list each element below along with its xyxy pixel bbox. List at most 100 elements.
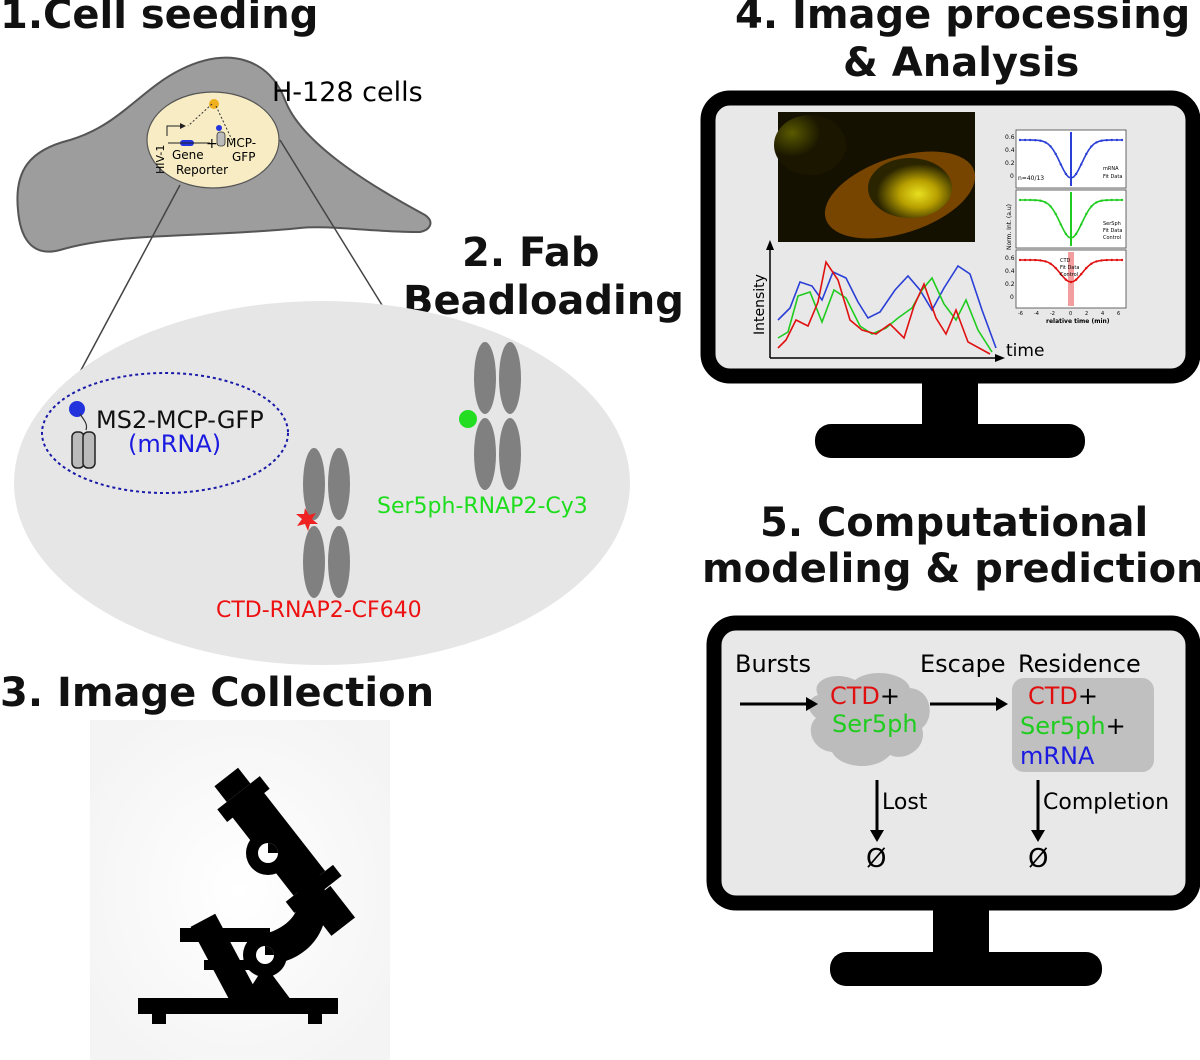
corr-xtick-m2: -2 [1050, 311, 1055, 317]
initiation-state-blob [808, 673, 930, 767]
mcp-label-1: MCP- [226, 136, 256, 150]
corr-point-0-13 [1085, 152, 1088, 156]
residence-state-box [1012, 678, 1154, 772]
corr-legend-fit3: Fit Data [1060, 265, 1079, 271]
step4-heading-line2: & Analysis [843, 40, 1080, 86]
fluor-dot [209, 99, 219, 109]
corr-point-2-13 [1085, 266, 1088, 270]
step5-heading-line1: 5. Computational [760, 500, 1149, 546]
corr-point-1-7 [1054, 212, 1057, 216]
nucleus-plus: + [206, 136, 218, 152]
corr-tick-0.2: 0.2 [1005, 160, 1015, 167]
corr-tick-0.4: 0.4 [1005, 147, 1015, 154]
step4-heading-line1: 4. Image processing [735, 0, 1191, 38]
lost-label: Lost [882, 790, 928, 815]
corr3-tick-0.6: 0.6 [1005, 255, 1015, 262]
hiv-label: HIV-1 [154, 145, 167, 174]
corr-point-0-5 [1044, 141, 1047, 144]
corr-point-0-20 [1120, 138, 1124, 142]
corr-point-0-2 [1029, 138, 1032, 142]
residence-label: Residence [1018, 650, 1141, 678]
corr-point-1-17 [1105, 199, 1108, 202]
empty-set-completion: Ø [1028, 844, 1049, 874]
corr-point-0-8 [1059, 163, 1062, 166]
bursts-label: Bursts [735, 650, 811, 678]
res-ser5-text: Ser5ph [1020, 712, 1106, 740]
corr-point-2-19 [1115, 258, 1119, 262]
intensity-axis-label: Intensity [752, 274, 768, 335]
corr-point-0-3 [1034, 139, 1037, 142]
corr-tick-0.6: 0.6 [1005, 134, 1015, 141]
corr-point-1-0 [1018, 198, 1022, 202]
model-monitor [706, 615, 1200, 986]
res-ser5-line: Ser5ph+ [1020, 712, 1126, 740]
corr-point-1-1 [1023, 198, 1027, 202]
corr-point-2-0 [1018, 258, 1022, 262]
cell-diagram: HIV-1 Gene Reporter + MCP- GFP H-128 cel… [14, 56, 630, 665]
corr-point-0-16 [1100, 139, 1103, 142]
corr-point-2-6 [1049, 262, 1052, 265]
mrna-label: (mRNA) [128, 430, 221, 458]
corr-xtick-6: 6 [1117, 311, 1120, 317]
corr-n-note: n=40/13 [1018, 175, 1044, 182]
step5-heading-line2: modeling & predictions [702, 546, 1200, 592]
corr-point-1-12 [1080, 223, 1083, 226]
corr-xlabel: relative time (min) [1046, 318, 1110, 325]
ms2-blue-spot [69, 401, 85, 417]
analysis-monitor: Intensity time 0.6 0.4 0.2 0 n=40/13 mRN… [700, 90, 1200, 458]
corr-point-0-12 [1080, 163, 1083, 166]
blob-plus: + [879, 682, 901, 710]
corr-point-2-10 [1069, 280, 1073, 284]
ms2-label: MS2-MCP-GFP [96, 406, 264, 434]
corr-xtick-0: 0 [1069, 311, 1072, 317]
corr-point-1-14 [1090, 205, 1093, 208]
ctd-label: CTD-RNAP2-CF640 [216, 598, 422, 623]
time-axis-label: time [1006, 341, 1044, 361]
corr-point-0-0 [1018, 138, 1022, 142]
reporter-label: Reporter [176, 163, 228, 177]
corr-ylabel: Norm. Int. (a.u) [1006, 204, 1013, 250]
corr-point-1-16 [1100, 199, 1103, 202]
corr-point-0-11 [1074, 172, 1078, 176]
corr-legend-fit2: Fit Data [1103, 228, 1122, 234]
blob-ctd-text: CTD [830, 682, 880, 710]
corr-legend-control2: Control [1103, 235, 1121, 241]
corr-point-2-9 [1064, 278, 1068, 281]
corr-point-1-20 [1120, 198, 1124, 202]
ser5ph-antibody [459, 342, 521, 490]
corr-point-0-4 [1039, 139, 1042, 142]
gene-label: Gene [172, 148, 204, 162]
corr-point-1-9 [1064, 232, 1068, 236]
corr-point-0-1 [1023, 138, 1027, 142]
corr-point-0-10 [1069, 176, 1073, 180]
step2-heading-line1: 2. Fab [462, 230, 600, 276]
step3-heading: 3. Image Collection [0, 670, 435, 716]
intensity-trace-1 [777, 276, 993, 353]
escape-label: Escape [920, 650, 1006, 678]
corr-point-1-15 [1095, 201, 1098, 204]
corr3-tick-0.4: 0.4 [1005, 268, 1015, 275]
corr-xtick-2: 2 [1085, 311, 1088, 317]
corr-point-2-11 [1074, 278, 1078, 281]
corr-tick-0: 0 [1010, 173, 1014, 180]
corr-point-2-5 [1044, 260, 1047, 263]
transcription-site-outline [41, 372, 289, 494]
corr-point-2-17 [1105, 258, 1108, 262]
cell-nucleus [146, 91, 280, 189]
corr-point-0-9 [1064, 172, 1068, 176]
corr-point-0-6 [1049, 145, 1052, 148]
corr-point-2-18 [1110, 258, 1113, 262]
corr-point-2-7 [1054, 266, 1057, 270]
corr-point-1-3 [1034, 199, 1037, 202]
res-ctd-line: CTD+ [1028, 682, 1098, 710]
corr-legend-ser5: SerSph [1103, 221, 1121, 227]
corr-point-1-13 [1085, 212, 1088, 216]
blob-ser5-text: Ser5ph [832, 710, 918, 738]
corr-point-2-8 [1059, 272, 1062, 276]
corr-xtick-m4: -4 [1034, 311, 1039, 317]
intensity-traces [777, 259, 997, 355]
completion-label: Completion [1043, 790, 1170, 815]
res-plus-1: + [1077, 682, 1099, 710]
intensity-trace-2 [777, 259, 991, 355]
empty-set-lost: Ø [866, 844, 887, 874]
